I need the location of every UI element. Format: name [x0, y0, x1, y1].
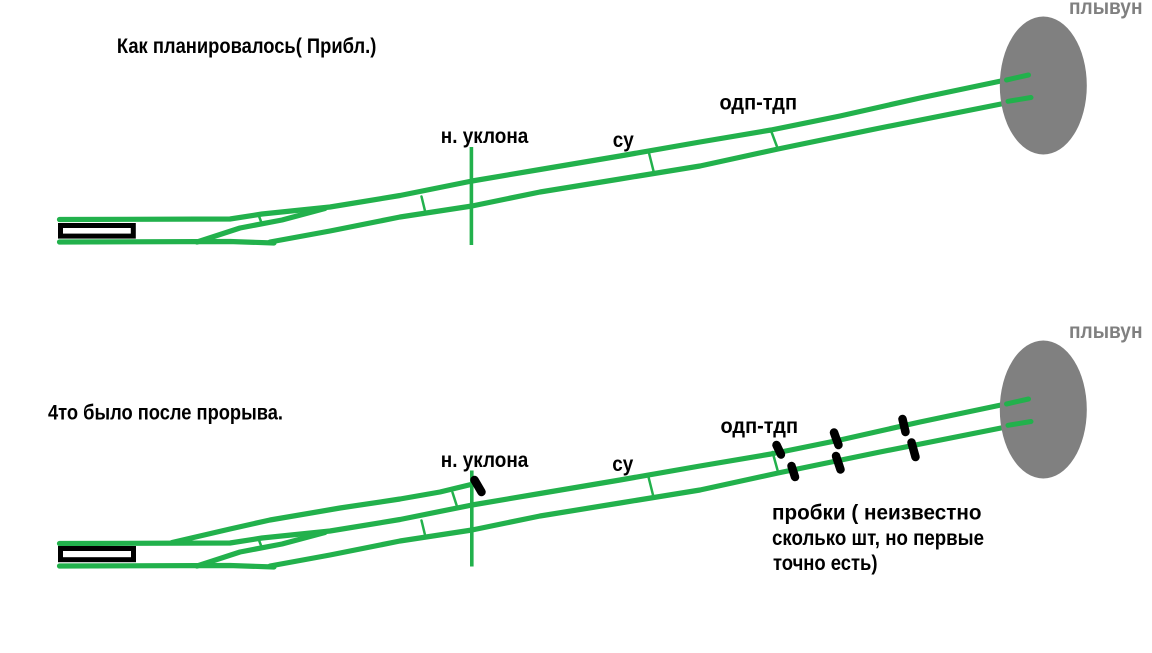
svg-text:плывун: плывун [1069, 320, 1143, 343]
svg-text:одп-тдп: одп-тдп [721, 415, 799, 438]
svg-text:пробки ( неизвестно: пробки ( неизвестно [772, 502, 982, 525]
svg-text:су: су [612, 453, 633, 476]
svg-text:плывун: плывун [1069, 0, 1143, 19]
svg-text:4то было после прорыва.: 4то было после прорыва. [48, 401, 283, 424]
svg-text:Как планировалось( Прибл.): Как планировалось( Прибл.) [117, 35, 377, 58]
svg-text:су: су [613, 129, 634, 152]
svg-text:точно есть): точно есть) [773, 552, 878, 575]
svg-text:одп-тдп: одп-тдп [720, 92, 798, 115]
svg-text:н. уклона: н. уклона [441, 125, 529, 148]
svg-text:н. уклона: н. уклона [441, 449, 529, 472]
svg-text:сколько шт, но первые: сколько шт, но первые [772, 527, 984, 550]
